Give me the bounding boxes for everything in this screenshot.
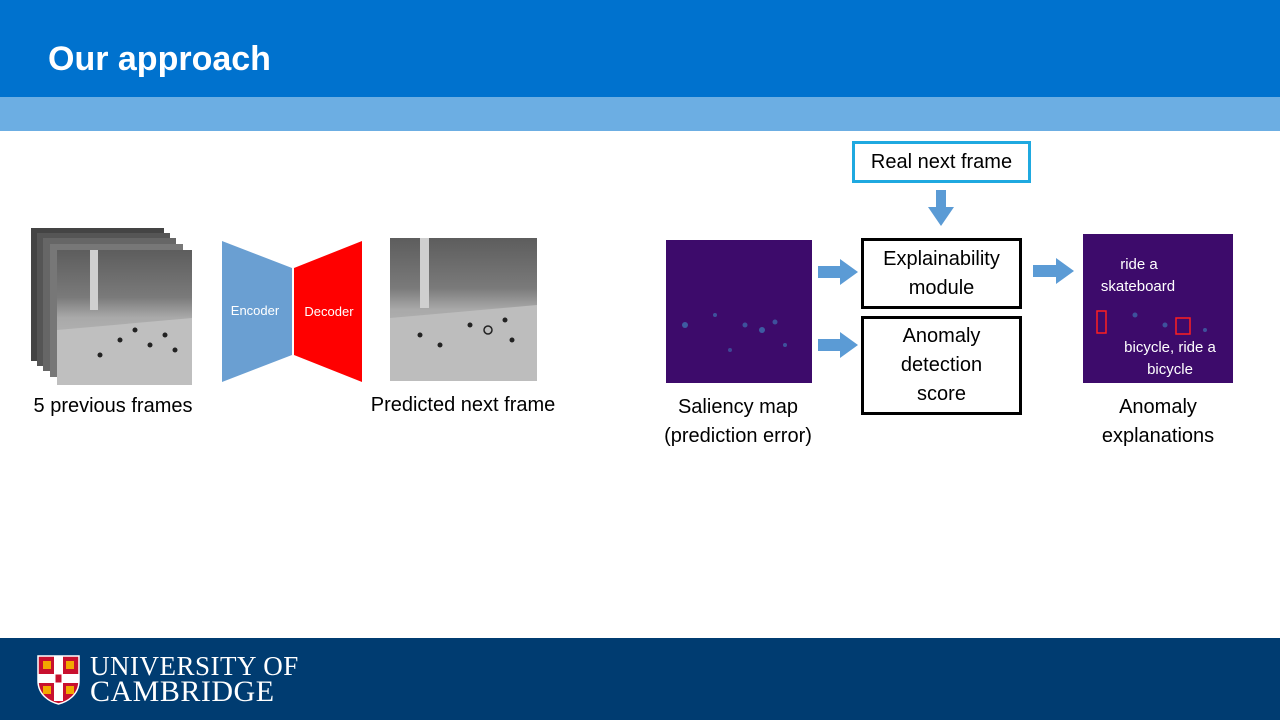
explanations-caption-line1: Anomaly <box>1119 396 1197 418</box>
previous-frames-stack <box>31 228 192 385</box>
anomaly-detection-score-box: Anomaly detection score <box>861 316 1022 415</box>
frame-image-front <box>57 250 192 385</box>
anomaly-bbox-bicycle <box>1175 317 1191 335</box>
subheader-bar <box>0 97 1280 131</box>
explainability-module-box: Explainability module <box>861 238 1022 309</box>
anomaly-bbox-skateboard <box>1096 310 1107 334</box>
arrow-down <box>928 190 954 226</box>
predicted-frame-caption: Predicted next frame <box>370 394 556 416</box>
arrow-to-explanations <box>1033 258 1074 284</box>
saliency-caption-line1: Saliency map <box>677 396 799 418</box>
arrow-to-explainability <box>818 259 858 285</box>
annotation-bicycle-line1: bicycle, ride a <box>1124 339 1216 356</box>
previous-frames-caption: 5 previous frames <box>33 395 193 417</box>
encoder-shape <box>222 241 292 382</box>
saliency-map-image <box>666 240 812 383</box>
predicted-frame-image <box>390 238 537 381</box>
annotation-bicycle-line2: bicycle <box>1147 361 1193 378</box>
decoder-shape <box>294 241 362 382</box>
header-bar <box>0 0 1280 97</box>
logo-line2: CAMBRIDGE <box>90 675 275 708</box>
saliency-caption-line2: (prediction error) <box>664 425 812 447</box>
real-next-frame-label: Real next frame <box>870 150 1013 173</box>
slide-title: Our approach <box>48 40 271 78</box>
decoder-label: Decoder <box>304 304 354 319</box>
anomaly-explanations-image: ride a skateboard bicycle, ride a bicycl… <box>1083 234 1233 383</box>
real-next-frame-box: Real next frame <box>852 141 1031 183</box>
footer-bar <box>0 638 1280 720</box>
arrow-to-anomaly-score <box>818 332 858 358</box>
cambridge-crest-icon <box>37 655 80 705</box>
explainability-module-label: Explainability module <box>883 247 1000 299</box>
annotation-skateboard-line1: ride a <box>1120 256 1158 273</box>
encoder-label: Encoder <box>231 303 280 318</box>
anomaly-score-label: Anomaly detection score <box>900 325 983 405</box>
explanations-caption-line2: explanations <box>1101 425 1215 447</box>
annotation-skateboard-line2: skateboard <box>1101 278 1175 295</box>
diagram-canvas: ride a skateboard bicycle, ride a bicycl… <box>31 190 1233 385</box>
logo-line1: UNIVERSITY OF <box>90 651 299 681</box>
